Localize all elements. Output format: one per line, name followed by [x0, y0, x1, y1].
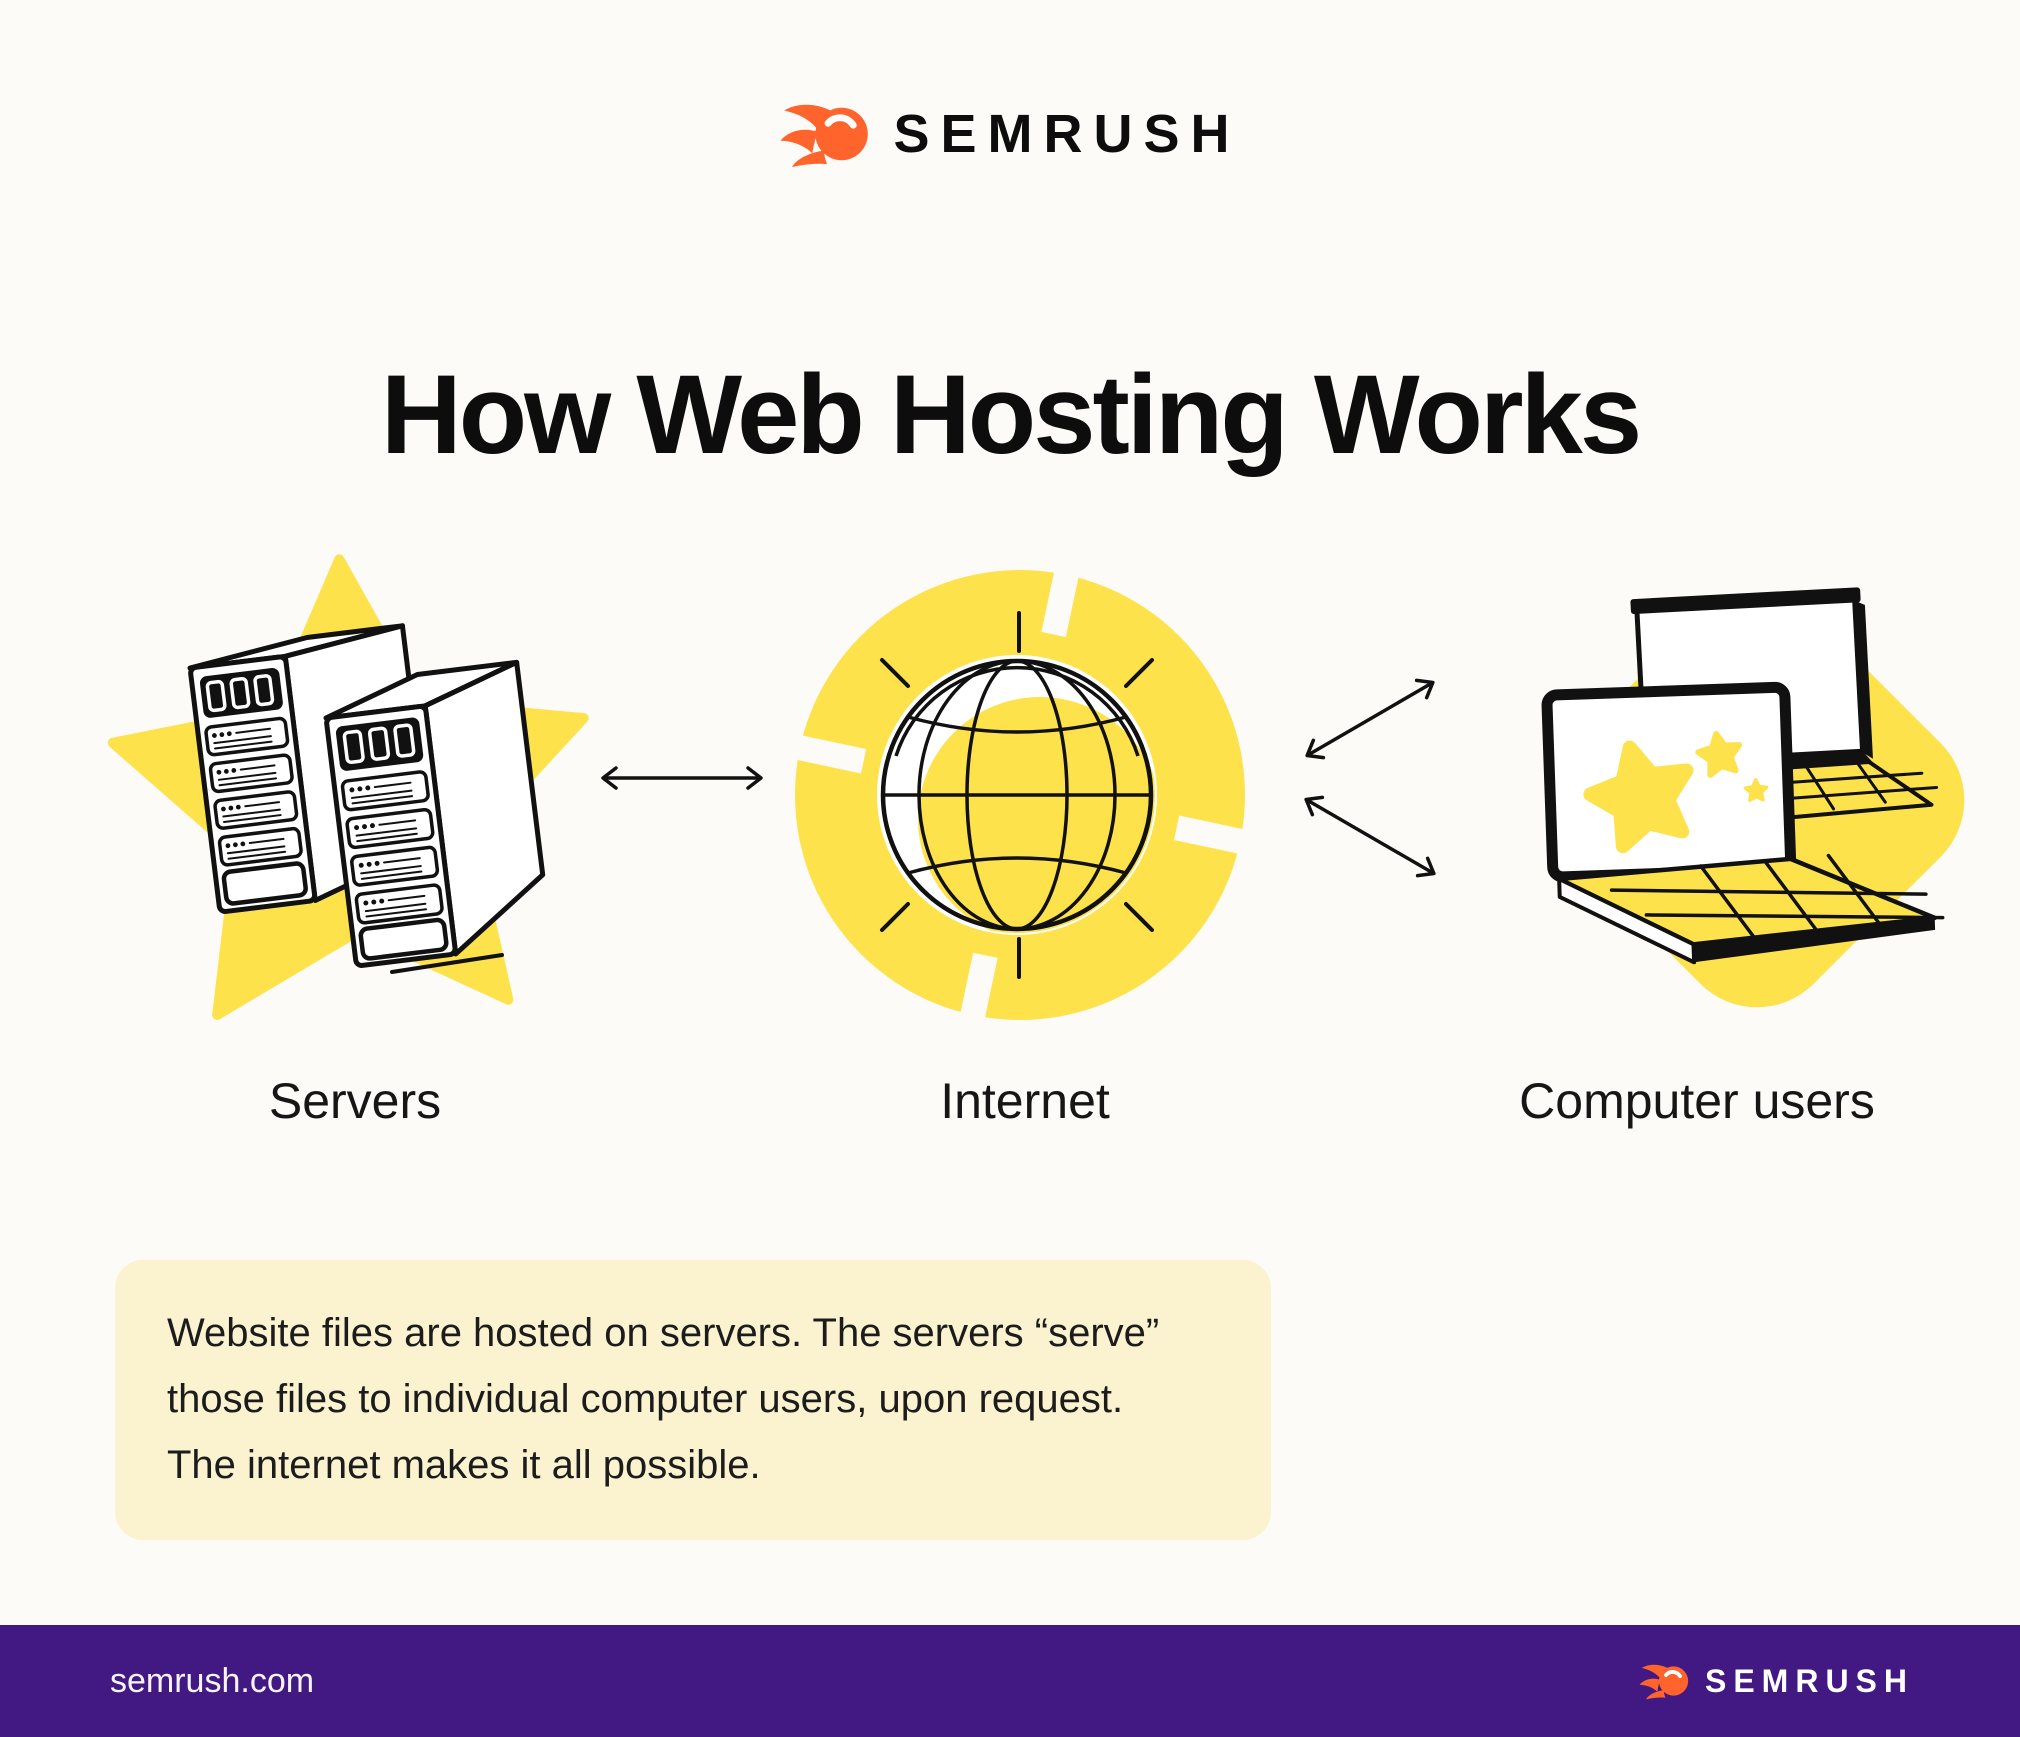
globe-rays: [880, 611, 1154, 979]
server-tower-front: [323, 659, 546, 968]
arrows-internet-users: [1304, 678, 1436, 878]
footer-brand-wordmark: SEMRUSH: [1704, 1662, 1914, 1699]
label-internet: Internet: [940, 1073, 1110, 1129]
semrush-flame-icon: [779, 100, 877, 168]
internet-illustration: [780, 551, 1260, 1039]
computer-users-illustration: [1541, 587, 1965, 1008]
semrush-flame-icon: [1639, 1662, 1693, 1700]
label-computer-users: Computer users: [1519, 1073, 1875, 1129]
page-title: How Web Hosting Works: [380, 352, 1642, 478]
note-line: The internet makes it all possible.: [167, 1443, 761, 1487]
header-brand: SEMRUSH: [0, 100, 2020, 168]
footer-brand: SEMRUSH: [1639, 1662, 1914, 1700]
note-line: Website files are hosted on servers. The…: [167, 1311, 1160, 1355]
arrow-down-right: [1304, 795, 1436, 878]
header-brand-wordmark: SEMRUSH: [893, 104, 1241, 164]
globe-wireframe: [880, 658, 1154, 932]
ground-shadow-line: [390, 953, 504, 974]
note-line: those files to individual computer users…: [167, 1377, 1124, 1421]
laptop-front: [1541, 681, 1945, 965]
explanation-note: Website files are hosted on servers. The…: [115, 1260, 1271, 1540]
label-servers: Servers: [268, 1073, 442, 1129]
screen-stars: [1583, 730, 1769, 854]
arrow-servers-internet: [601, 766, 763, 790]
footer-site-url: semrush.com: [110, 1661, 315, 1700]
footer-bar: semrush.com SEMRUSH: [0, 1625, 2020, 1737]
arrow-up-right: [1305, 678, 1435, 760]
servers-illustration: [107, 554, 589, 1020]
